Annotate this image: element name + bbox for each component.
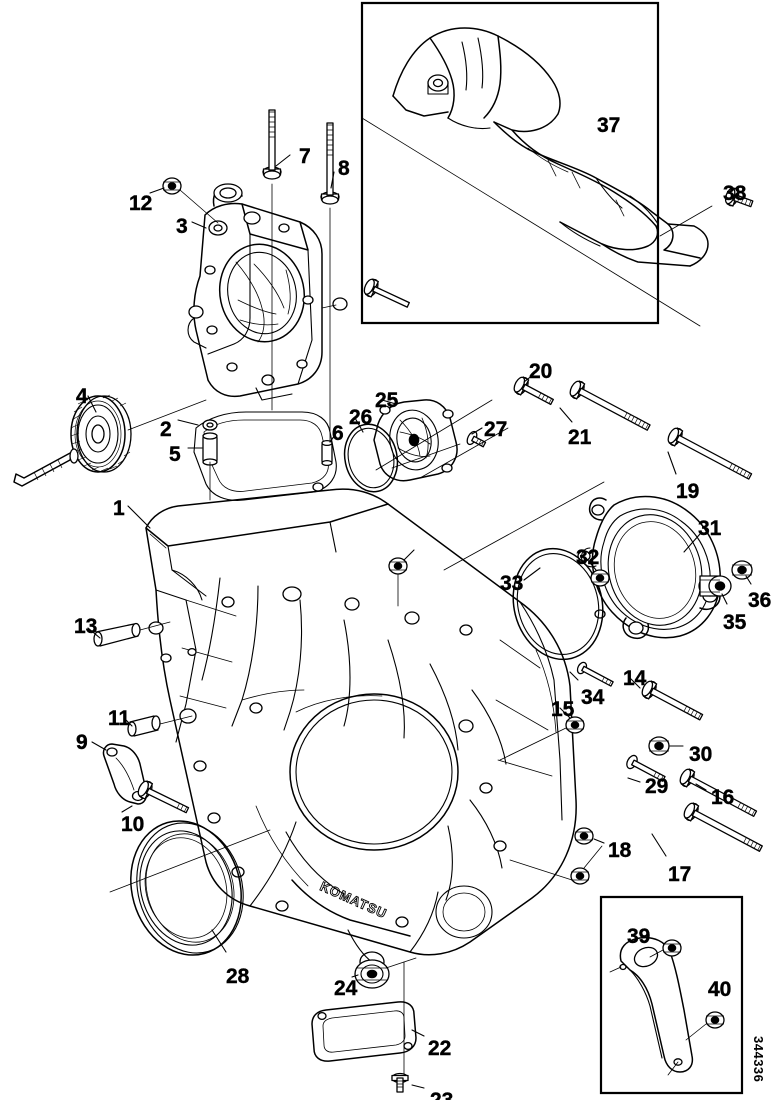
callout-35: 35 — [723, 611, 747, 634]
callout-15: 15 — [551, 698, 575, 721]
callout-39: 39 — [627, 925, 651, 948]
callout-9: 9 — [76, 731, 88, 754]
oil-seal-28 — [130, 820, 244, 956]
dowel-6 — [321, 439, 333, 467]
o-ring-26 — [343, 423, 399, 493]
bolt-21 — [566, 378, 651, 431]
callout-1: 1 — [113, 497, 125, 520]
bolt-8 — [320, 122, 340, 205]
washer-32 — [590, 569, 610, 587]
drawing-number: 344336 — [751, 1036, 766, 1083]
inset-lower-right-frame — [599, 895, 744, 1095]
bolt-7 — [262, 109, 282, 180]
callout-24: 24 — [334, 977, 358, 1000]
bolt-23 — [391, 1072, 409, 1093]
callout-16: 16 — [711, 786, 735, 809]
spacer-35 — [698, 575, 732, 597]
bolt-10 — [135, 778, 190, 814]
callout-5: 5 — [169, 443, 181, 466]
callout-11: 11 — [108, 707, 131, 730]
bracket-39 — [609, 936, 725, 1076]
callout-2: 2 — [160, 418, 172, 441]
callout-18: 18 — [608, 839, 632, 862]
callout-14: 14 — [623, 667, 647, 690]
oil-pump-25 — [373, 399, 458, 482]
callout-4: 4 — [76, 385, 88, 408]
callout-13: 13 — [74, 615, 98, 638]
callout-32: 32 — [576, 546, 600, 569]
plug-24 — [354, 959, 390, 989]
callout-33: 33 — [500, 572, 524, 595]
bolt-19 — [664, 425, 753, 480]
callout-17: 17 — [668, 863, 692, 886]
bolt-17 — [680, 800, 763, 852]
callout-6: 6 — [332, 422, 344, 445]
callout-31: 31 — [698, 517, 722, 540]
nut-36 — [731, 560, 753, 580]
cover-plate-22 — [311, 1001, 417, 1062]
dowel-5 — [202, 432, 218, 466]
callout-34: 34 — [581, 686, 605, 709]
dowel-13 — [93, 622, 141, 647]
nut-12-lower — [388, 557, 408, 575]
bolt-20 — [510, 374, 554, 406]
gear-case-cover-3 — [187, 183, 323, 401]
callout-29: 29 — [645, 775, 669, 798]
callout-36: 36 — [748, 589, 772, 612]
dowel-11 — [127, 715, 161, 737]
nut-12-upper — [162, 177, 182, 195]
callout-3: 3 — [176, 215, 188, 238]
callout-25: 25 — [375, 389, 399, 412]
bolt-side-cover — [361, 276, 410, 308]
callout-28: 28 — [226, 965, 250, 988]
washer-18 — [574, 827, 594, 845]
washer-30 — [648, 736, 670, 756]
callout-37: 37 — [597, 114, 621, 137]
o-ring-33 — [512, 547, 604, 661]
heat-shield-37 — [392, 27, 754, 267]
washer-18b — [570, 867, 590, 885]
flywheel-housing-1: KOMATSU — [145, 488, 577, 973]
idler-gear-4 — [13, 394, 132, 487]
callout-19: 19 — [676, 480, 700, 503]
callout-20: 20 — [529, 360, 553, 383]
callout-10: 10 — [121, 813, 145, 836]
callout-8: 8 — [338, 157, 350, 180]
washer-15 — [565, 716, 585, 734]
bolt-16 — [676, 766, 758, 817]
bolt-29 — [626, 754, 666, 782]
callout-38: 38 — [723, 182, 747, 205]
callout-7: 7 — [299, 145, 311, 168]
callout-21: 21 — [568, 426, 592, 449]
callout-30: 30 — [689, 743, 713, 766]
bolt-34 — [576, 661, 614, 687]
callout-22: 22 — [428, 1037, 452, 1060]
callout-27: 27 — [484, 418, 508, 441]
inset-upper-right-frame — [360, 1, 660, 325]
bolt-14 — [638, 678, 704, 721]
callout-23: 23 — [430, 1090, 454, 1100]
svg-text:KOMATSU: KOMATSU — [318, 878, 390, 921]
callout-40: 40 — [708, 978, 732, 1001]
callout-26: 26 — [349, 406, 373, 429]
callout-12: 12 — [129, 192, 153, 215]
